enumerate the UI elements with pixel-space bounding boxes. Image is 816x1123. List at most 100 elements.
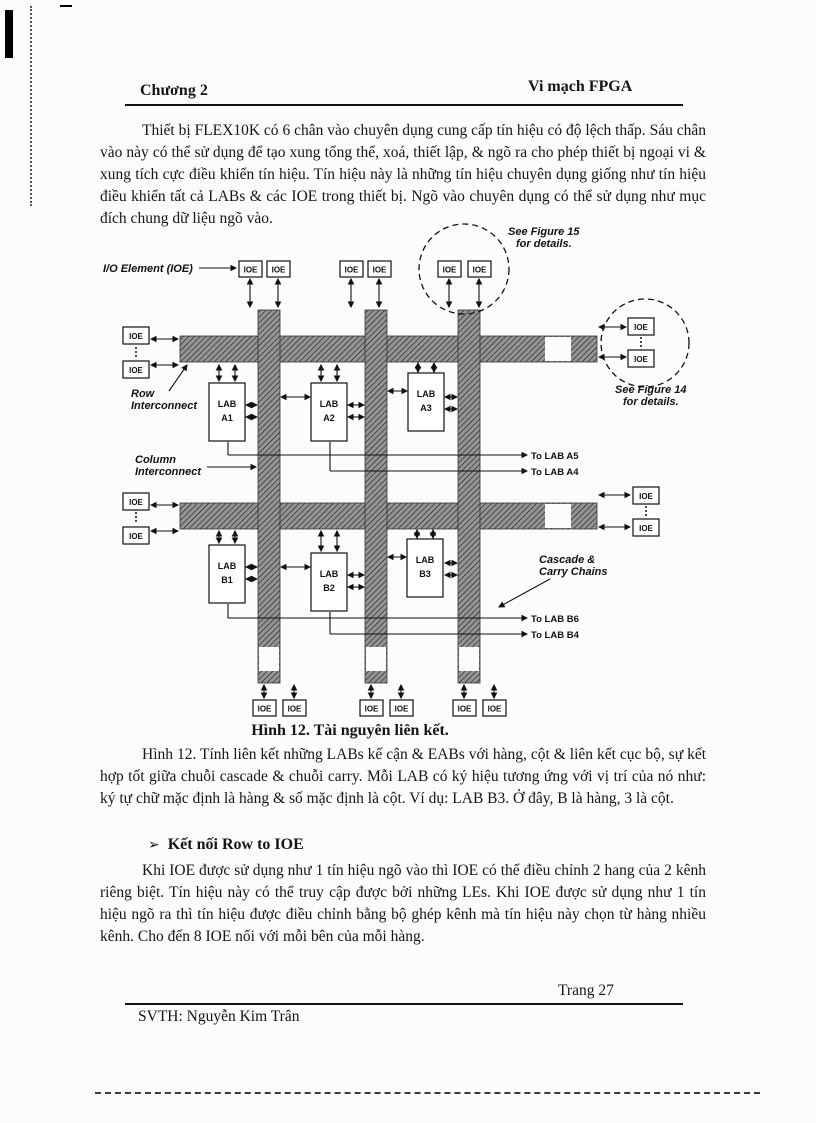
lab-word: LAB bbox=[218, 399, 237, 409]
row-interconnect-bar-1 bbox=[179, 335, 598, 363]
body-paragraph-1: Thiết bị FLEX10K có 6 chân vào chuyên dụ… bbox=[100, 122, 706, 227]
bar-gap bbox=[366, 647, 386, 671]
scan-artifact bbox=[95, 1092, 760, 1094]
ioe-box: IOE bbox=[632, 518, 660, 537]
lab-id: A1 bbox=[221, 413, 233, 423]
section-heading-text: Kết nối Row to IOE bbox=[167, 836, 304, 853]
see-figure14-label: See Figure 14 bbox=[615, 384, 687, 396]
ioe-box: IOE bbox=[266, 260, 291, 278]
to-lab-a4-label: To LAB A4 bbox=[531, 467, 579, 478]
lab-block-a3: LAB A3 bbox=[407, 372, 445, 432]
page-number: Trang 27 bbox=[558, 982, 614, 999]
ioe-label: IOE bbox=[129, 332, 143, 341]
header-rule bbox=[125, 104, 683, 106]
cascade-carry-label: Cascade & bbox=[539, 554, 595, 566]
row-interconnect-bar-2 bbox=[179, 502, 598, 530]
ioe-box: IOE bbox=[452, 699, 477, 717]
ioe-label: IOE bbox=[129, 532, 143, 541]
column-interconnect-bar-2 bbox=[364, 309, 388, 684]
ioe-label: IOE bbox=[129, 366, 143, 375]
see-figure14-label: for details. bbox=[623, 396, 679, 408]
ioe-box: IOE bbox=[389, 699, 414, 717]
lab-block-b1: LAB B1 bbox=[208, 544, 246, 604]
bar-gap bbox=[459, 647, 479, 671]
lab-id: A3 bbox=[420, 403, 432, 413]
right-ioe-stacks: IOE IOE IOE IOE bbox=[627, 317, 660, 537]
ioe-label: IOE bbox=[458, 705, 472, 714]
lab-block-a1: LAB A1 bbox=[208, 382, 246, 442]
ioe-box: IOE bbox=[122, 492, 150, 511]
ioe-box: IOE bbox=[367, 260, 392, 278]
column-interconnect-bar-3 bbox=[457, 309, 481, 684]
ioe-label: IOE bbox=[488, 705, 502, 714]
ioe-box: IOE bbox=[482, 699, 507, 717]
lab-word: LAB bbox=[320, 569, 339, 579]
lab-word: LAB bbox=[218, 561, 237, 571]
see-figure15-label: See Figure 15 bbox=[508, 226, 580, 238]
top-ioe-boxes: IOE IOE IOE IOE IOE IOE bbox=[238, 260, 492, 278]
figure-caption: Hình 12. Tài nguyên liên kết. bbox=[251, 722, 449, 739]
to-lab-a5-label: To LAB A5 bbox=[531, 451, 579, 462]
ioe-label: IOE bbox=[288, 705, 302, 714]
ioe-box: IOE bbox=[339, 260, 364, 278]
lab-block-b2: LAB B2 bbox=[310, 552, 348, 612]
bar-gap bbox=[545, 337, 571, 361]
to-lab-b6-label: To LAB B6 bbox=[531, 614, 579, 625]
ioe-label: IOE bbox=[373, 266, 387, 275]
lab-id: B3 bbox=[419, 569, 431, 579]
scan-artifact bbox=[60, 5, 72, 7]
lab-word: LAB bbox=[417, 389, 436, 399]
ioe-box: IOE bbox=[238, 260, 263, 278]
ioe-box: IOE bbox=[632, 486, 660, 505]
footer-author: SVTH: Nguyễn Kim Trân bbox=[138, 1008, 300, 1025]
cascade-carry-label: Carry Chains bbox=[539, 566, 607, 578]
ioe-box: IOE bbox=[627, 317, 655, 336]
bar-gap bbox=[545, 504, 571, 528]
scan-artifact bbox=[5, 10, 13, 58]
ioe-label: IOE bbox=[634, 323, 648, 332]
column-interconnect-label: Column bbox=[135, 454, 176, 466]
io-element-label: I/O Element (IOE) bbox=[103, 263, 193, 275]
ioe-label: IOE bbox=[639, 524, 653, 533]
row-interconnect-label: Row bbox=[131, 388, 156, 400]
ioe-label: IOE bbox=[443, 266, 457, 275]
ioe-box: IOE bbox=[122, 526, 150, 545]
body-paragraph-2: Hình 12. Tính liên kết những LABs kế cận… bbox=[100, 746, 706, 807]
lab-id: A2 bbox=[323, 413, 335, 423]
lab-block-a2: LAB A2 bbox=[310, 382, 348, 442]
ioe-label: IOE bbox=[473, 266, 487, 275]
ioe-box: IOE bbox=[122, 326, 150, 345]
ioe-label: IOE bbox=[634, 355, 648, 364]
ioe-label: IOE bbox=[244, 266, 258, 275]
figure-12-diagram: IOE IOE IOE IOE IOE IOE IOE IOE IOE IOE … bbox=[103, 223, 690, 717]
body-paragraph-3: Khi IOE được sử dụng như 1 tín hiệu ngõ … bbox=[100, 862, 706, 945]
figure15-callout-circle bbox=[418, 223, 510, 315]
header-chapter: Chương 2 bbox=[140, 82, 208, 99]
to-lab-b4-label: To LAB B4 bbox=[531, 630, 580, 641]
ioe-box: IOE bbox=[252, 699, 277, 717]
ioe-label: IOE bbox=[365, 705, 379, 714]
ioe-box: IOE bbox=[627, 349, 655, 368]
header-title: Vi mạch FPGA bbox=[528, 78, 633, 95]
arrow-bullet-icon: ➢ bbox=[148, 837, 160, 853]
lab-id: B2 bbox=[323, 583, 335, 593]
interconnect-bars bbox=[179, 309, 598, 684]
ioe-box: IOE bbox=[437, 260, 462, 278]
section-heading: ➢ Kết nối Row to IOE bbox=[148, 836, 304, 854]
left-ioe-stacks: IOE IOE IOE IOE bbox=[122, 326, 150, 545]
column-interconnect-bar-1 bbox=[257, 309, 281, 684]
ioe-box: IOE bbox=[282, 699, 307, 717]
row-interconnect-label: Interconnect bbox=[131, 400, 198, 412]
lab-word: LAB bbox=[320, 399, 339, 409]
scan-artifact bbox=[30, 6, 32, 206]
diagram-labels: I/O Element (IOE) See Figure 15 for deta… bbox=[103, 226, 687, 641]
bar-gap bbox=[259, 647, 279, 671]
ioe-label: IOE bbox=[639, 492, 653, 501]
lab-id: B1 bbox=[221, 575, 233, 585]
ioe-box: IOE bbox=[467, 260, 492, 278]
ioe-label: IOE bbox=[345, 266, 359, 275]
ioe-box: IOE bbox=[122, 360, 150, 379]
